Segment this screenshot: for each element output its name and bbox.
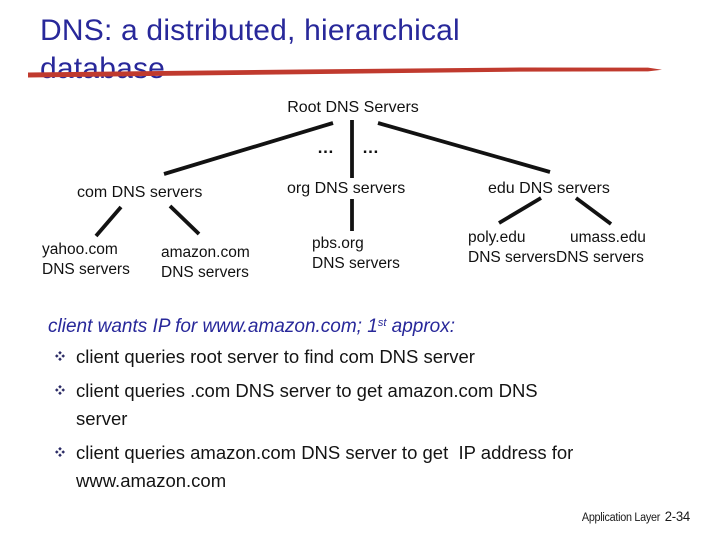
leaf-label-poly-edu: poly.edu DNS servers [468, 229, 556, 266]
slide-title: DNS: a distributed, hierarchical databas… [40, 12, 680, 88]
body-heading-pre: client wants IP for www.amazon.com; 1 [48, 316, 378, 337]
leaf-label-amazon-com: amazon.com DNS servers [161, 244, 250, 281]
footer-section-label: Application Layer [581, 512, 661, 524]
footer-page-number: 2-34 [664, 508, 690, 524]
tree-ellipsis-right: … [362, 138, 381, 157]
bullet-item: client queries .com DNS server to get am… [55, 377, 655, 433]
tree-root-label: Root DNS Servers [287, 99, 419, 116]
leaf-label-yahoo-com: yahoo.com DNS servers [42, 241, 130, 278]
tld-label-org: org DNS servers [287, 180, 406, 197]
slide-title-line1: DNS: a distributed, hierarchical [40, 14, 460, 47]
bullet-text: client queries amazon.com DNS server to … [76, 442, 574, 491]
bullet-item: client queries root server to find com D… [55, 343, 655, 371]
diamond-bullet-icon [55, 351, 65, 361]
tree-ellipsis-left: … [317, 138, 336, 157]
bullet-item: client queries amazon.com DNS server to … [55, 439, 655, 495]
slide-footer: Application Layer 2-34 [582, 508, 690, 524]
body-heading-sup: st [377, 317, 387, 329]
slide-title-line2: database [40, 52, 166, 85]
body-heading-post: approx: [386, 316, 456, 337]
diamond-bullet-icon [55, 447, 65, 457]
leaf-label-pbs-org: pbs.org DNS servers [312, 235, 400, 272]
body-heading: client wants IP for www.amazon.com; 1st … [48, 311, 668, 339]
bullet-text: client queries .com DNS server to get am… [76, 380, 538, 429]
tld-label-edu: edu DNS servers [488, 180, 610, 197]
bullet-text: client queries root server to find com D… [76, 346, 475, 367]
diamond-bullet-icon [55, 385, 65, 395]
leaf-label-umass-edu: umass.edu DNS servers [556, 229, 646, 266]
tld-label-com: com DNS servers [77, 184, 203, 201]
bullet-list: client queries root server to find com D… [55, 343, 655, 501]
